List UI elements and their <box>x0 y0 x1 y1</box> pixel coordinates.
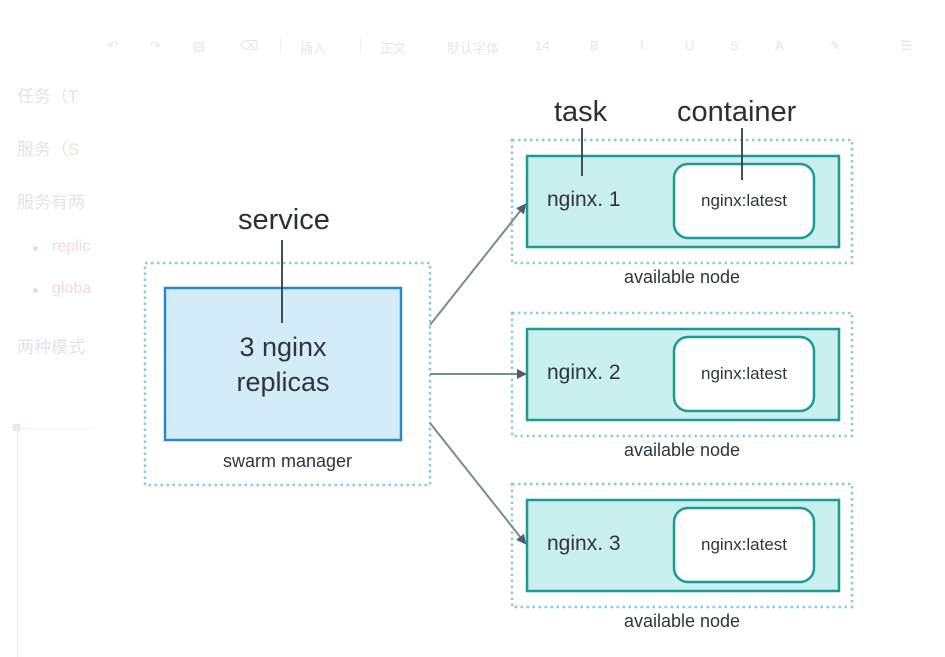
font-family-select[interactable]: 默认字体 <box>447 41 500 56</box>
task-label: task <box>554 96 608 128</box>
font-size-select[interactable]: 14 <box>535 38 550 53</box>
node-2-caption: available node <box>623 440 741 460</box>
clear-format-icon[interactable]: ⌫ <box>240 38 259 53</box>
bg-text-line: 服务（S <box>17 140 80 159</box>
manager-line-1: 3 nginx <box>239 332 327 362</box>
bg-list-item: replic <box>52 238 91 255</box>
bullet-dot <box>33 288 38 293</box>
bg-text-line: 服务有两 <box>17 193 85 212</box>
node-1-dotted-frame <box>510 138 854 265</box>
node-3-caption: available node <box>623 611 741 631</box>
node-3-dotted-frame <box>510 482 854 609</box>
node-1-container-box <box>672 162 816 240</box>
arrow-to-node-1 <box>429 203 527 326</box>
insert-menu[interactable]: 插入 <box>300 41 327 56</box>
container-label: container <box>677 96 797 128</box>
embedded-frame <box>17 428 94 657</box>
node-2-container-box <box>672 335 816 413</box>
list-icon[interactable]: ☰ <box>900 38 912 53</box>
toolbar-divider <box>280 38 281 54</box>
highlight-icon[interactable]: ✎ <box>830 38 841 53</box>
bg-list-item: globa <box>52 280 92 297</box>
resize-handle[interactable] <box>13 424 20 431</box>
manager-line-2: replicas <box>236 367 330 397</box>
node-2-task-name: nginx. 2 <box>547 361 621 384</box>
undo-icon[interactable]: ↶ <box>107 38 118 53</box>
bg-text-line: 两种模式 <box>17 338 85 357</box>
node-1-task-name: nginx. 1 <box>547 188 621 211</box>
node-1-container-name: nginx:latest <box>701 191 787 210</box>
bg-text-line: 任务（T <box>17 87 79 106</box>
node-2-container-name: nginx:latest <box>701 364 787 383</box>
bullet-dot <box>33 246 38 251</box>
format-painter-icon[interactable]: ▤ <box>193 38 206 53</box>
node-1-caption: available node <box>623 267 741 287</box>
font-color-button[interactable]: A <box>775 38 784 53</box>
underline-button[interactable]: U <box>685 38 695 53</box>
swarm-manager-caption: swarm manager <box>222 451 353 471</box>
toolbar-divider <box>360 38 361 54</box>
redo-icon[interactable]: ↷ <box>150 38 161 53</box>
arrow-to-node-3 <box>429 422 527 545</box>
paragraph-style-select[interactable]: 正文 <box>380 41 407 56</box>
bold-button[interactable]: B <box>590 38 599 53</box>
node-3-container-name: nginx:latest <box>701 535 787 554</box>
node-3-task-name: nginx. 3 <box>547 532 621 555</box>
strikethrough-button[interactable]: S <box>730 38 739 53</box>
editor-toolbar: ↶ ↷ ▤ ⌫ 插入 正文 默认字体 14 B I U S A ✎ ☰ <box>95 30 945 62</box>
service-label: service <box>238 204 330 236</box>
manager-replicas-text: 3 nginx replicas <box>165 330 401 400</box>
diagram-shapes <box>143 128 854 609</box>
node-3-container-box <box>672 506 816 584</box>
italic-button[interactable]: I <box>640 38 644 53</box>
manager-box <box>163 286 403 442</box>
swarm-diagram: service task container 3 nginx replicas … <box>92 80 945 656</box>
